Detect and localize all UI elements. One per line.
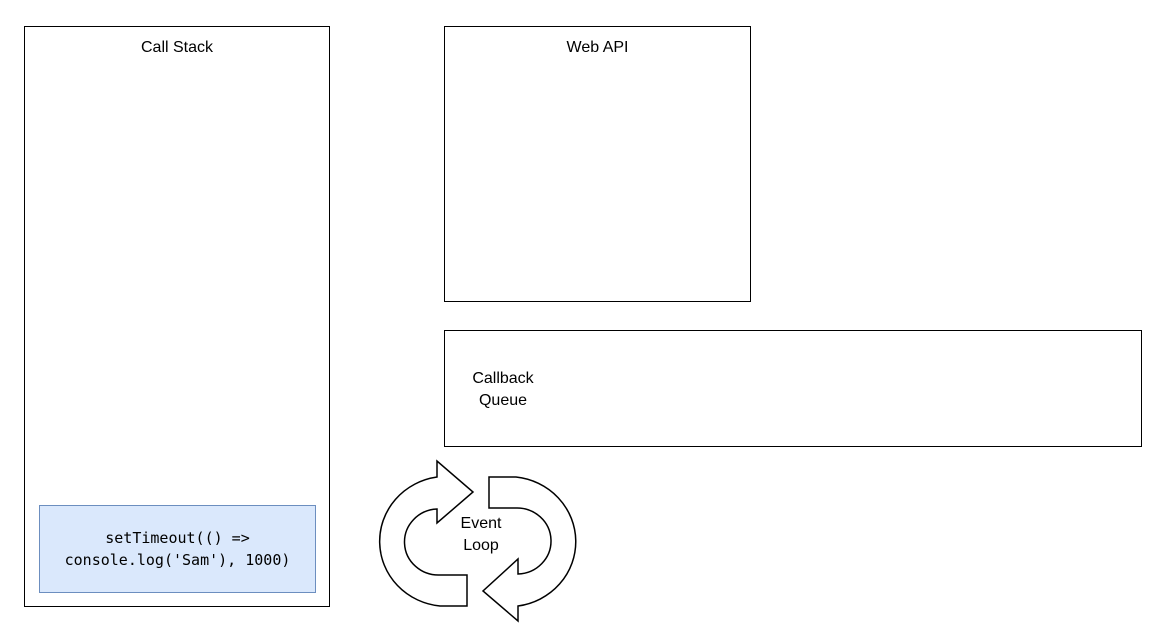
frame-code-line-2: console.log('Sam'), 1000) [64,551,291,569]
callback-queue-label: Callback Queue [463,368,543,412]
callback-queue-label-line-2: Queue [478,392,528,409]
call-stack-frame: setTimeout(() => console.log('Sam'), 100… [39,505,316,593]
callback-queue-label-line-1: Callback [472,370,534,387]
frame-code-line-1: setTimeout(() => [105,529,250,547]
call-stack-title: Call Stack [140,39,214,56]
event-loop-label-line-1: Event [460,515,502,532]
web-api-box: Web API [444,26,751,302]
event-loop-label-line-2: Loop [463,537,499,554]
web-api-title: Web API [566,39,629,56]
event-loop-label: Event Loop [441,513,521,557]
callback-queue-box: Callback Queue [444,330,1142,447]
